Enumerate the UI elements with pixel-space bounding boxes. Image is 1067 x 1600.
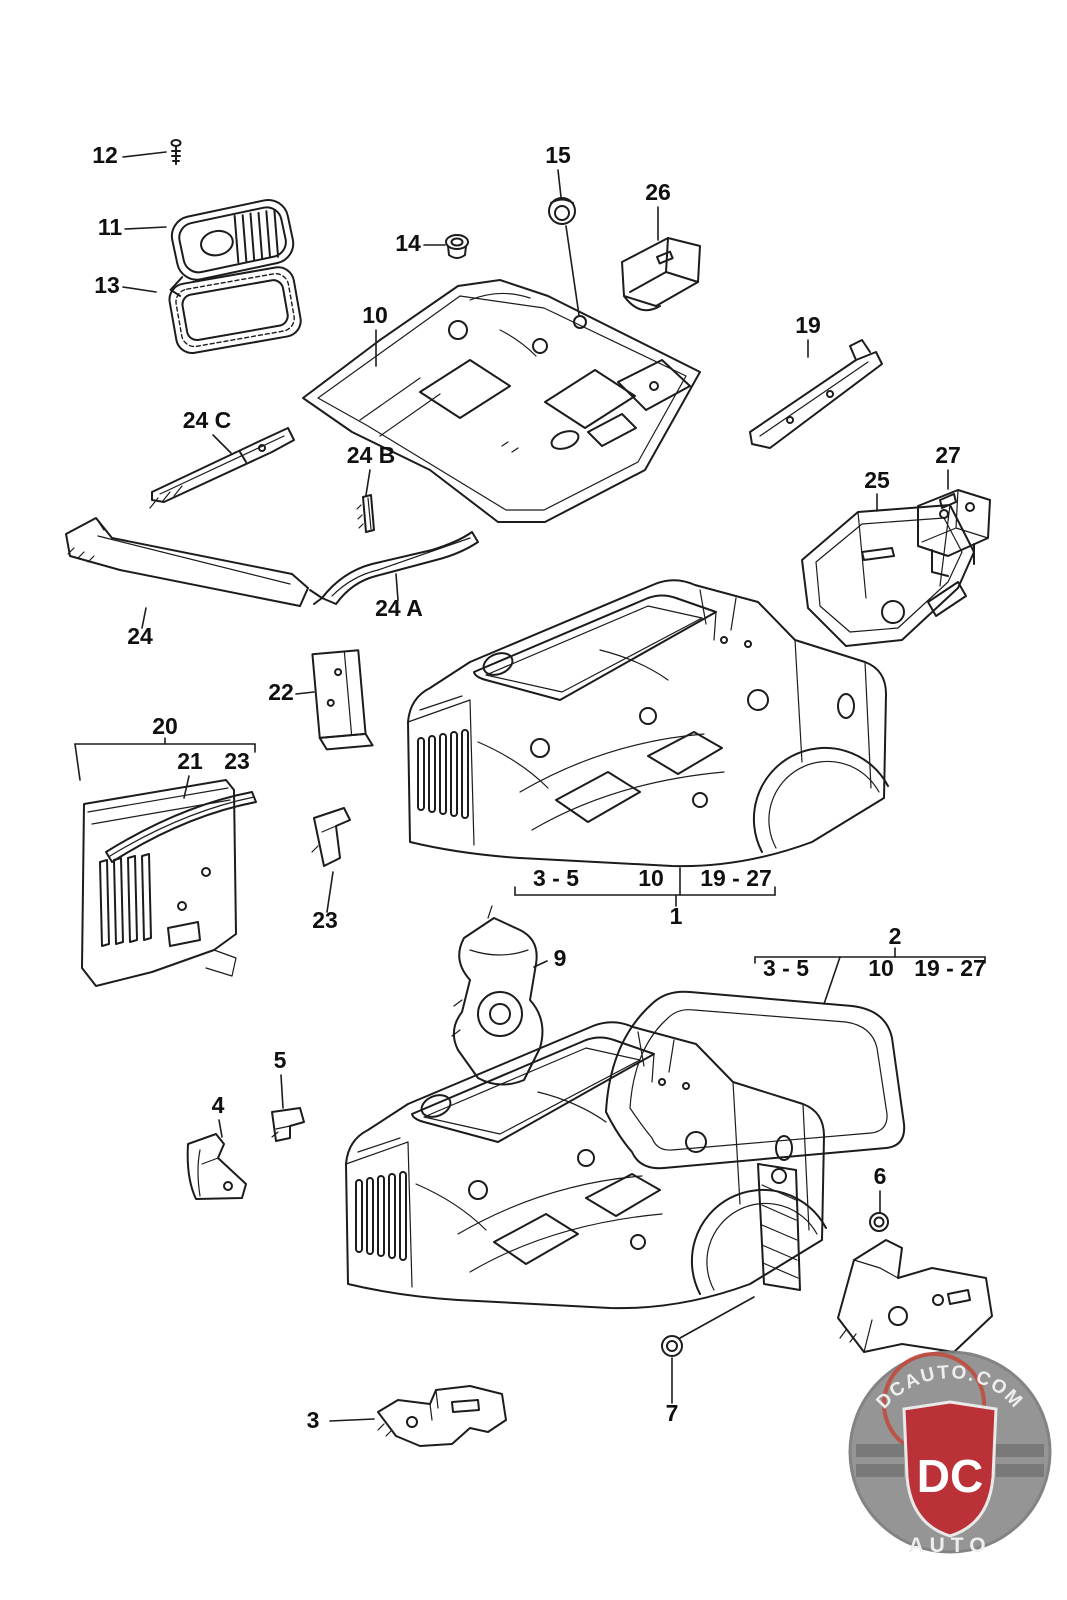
part-24-sill xyxy=(65,517,309,607)
part-label-19: 19 xyxy=(795,312,821,338)
part-label-24c: 24 C xyxy=(183,407,232,433)
part-6-grommet xyxy=(869,1212,889,1232)
part-label-23-lower: 23 xyxy=(312,907,338,933)
part-lock-pillar-panel xyxy=(757,1163,801,1291)
part-label-13: 13 xyxy=(94,272,120,298)
part-body-shell-1 xyxy=(407,579,889,868)
part-14-plug xyxy=(445,234,469,259)
part-15-grommet xyxy=(548,197,576,225)
watermark-monogram: DC xyxy=(917,1450,983,1502)
part-label-24a: 24 A xyxy=(375,595,423,621)
part-label-15: 15 xyxy=(545,142,571,168)
part-label-24: 24 xyxy=(127,623,153,649)
part-23-bracket xyxy=(311,807,351,867)
watermark-badge: DCAUTO.COM DC AUTO xyxy=(848,1350,1052,1557)
group1-range-3-5: 3 - 5 xyxy=(533,865,579,891)
group1-range-10: 10 xyxy=(638,865,664,891)
watermark-word: AUTO xyxy=(908,1534,991,1557)
part-5-clip xyxy=(271,1107,305,1142)
part-24b-strip xyxy=(356,494,375,533)
part-label-14: 14 xyxy=(395,230,421,256)
part-3-rail xyxy=(377,1385,507,1447)
part-body-shell-2 xyxy=(345,1021,827,1310)
part-label-11: 11 xyxy=(98,214,123,240)
part-windshield-frame xyxy=(605,990,906,1170)
part-13-gasket xyxy=(168,266,302,354)
part-number-labels: 12 11 13 14 15 26 10 19 24 C 24 B 27 25 … xyxy=(92,142,986,1433)
part-lock-bracket xyxy=(837,1239,993,1353)
part-label-25: 25 xyxy=(864,467,890,493)
part-label-21: 21 xyxy=(177,748,203,774)
part-12-screw xyxy=(170,139,182,165)
part-19-rail xyxy=(749,339,883,449)
part-22-panel xyxy=(311,649,374,751)
part-label-23-upper: 23 xyxy=(224,748,250,774)
part-label-9: 9 xyxy=(554,945,567,971)
part-label-26: 26 xyxy=(645,179,671,205)
part-label-1: 1 xyxy=(670,903,683,929)
group1-range-19-27: 19 - 27 xyxy=(700,865,772,891)
part-4-bracket xyxy=(186,1133,247,1200)
part-26-bracket xyxy=(621,237,701,312)
watermark-shield xyxy=(902,1400,998,1538)
part-label-5: 5 xyxy=(274,1047,287,1073)
group2-range-19-27: 19 - 27 xyxy=(914,955,986,981)
part-label-2: 2 xyxy=(889,923,902,949)
part-24a-rail xyxy=(309,531,479,605)
part-11-grille xyxy=(169,198,295,297)
part-label-24b: 24 B xyxy=(347,442,396,468)
part-9-panel xyxy=(451,905,544,1086)
part-label-7: 7 xyxy=(666,1400,679,1426)
part-label-4: 4 xyxy=(212,1092,225,1118)
part-21-strip xyxy=(105,791,257,863)
leader-lines xyxy=(74,151,986,1422)
part-label-20: 20 xyxy=(152,713,178,739)
part-label-6: 6 xyxy=(874,1163,887,1189)
group2-range-10: 10 xyxy=(868,955,894,981)
part-10-floor-pan xyxy=(302,279,701,523)
part-label-27: 27 xyxy=(935,442,961,468)
part-25-panel xyxy=(801,504,975,647)
part-label-22: 22 xyxy=(268,679,294,705)
part-label-12: 12 xyxy=(92,142,118,168)
part-20-front-panel xyxy=(81,779,237,987)
group2-range-3-5: 3 - 5 xyxy=(763,955,809,981)
part-label-3: 3 xyxy=(307,1407,320,1433)
part-label-10: 10 xyxy=(362,302,388,328)
part-27-bracket xyxy=(917,489,991,577)
part-24c-rail xyxy=(149,427,295,509)
part-7-grommet xyxy=(661,1335,683,1357)
